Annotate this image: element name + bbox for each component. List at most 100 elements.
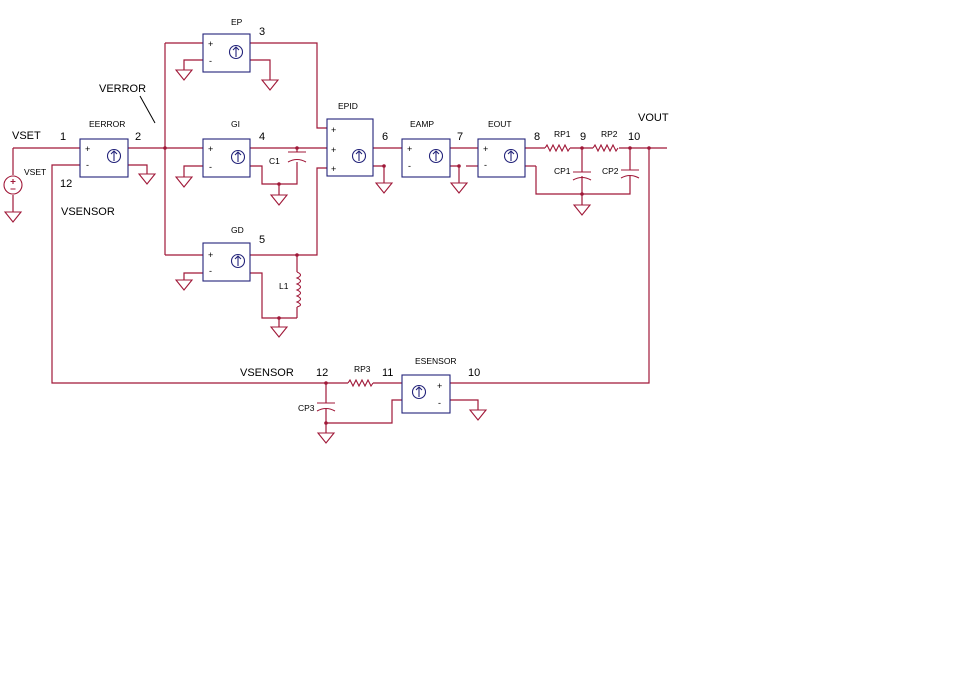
grounds: [3, 69, 592, 444]
eamp-block[interactable]: + -: [401, 138, 451, 178]
pin-plus: +: [483, 144, 488, 154]
gi-block[interactable]: + -: [202, 138, 251, 178]
eerror-label: EERROR: [89, 119, 125, 129]
pin-minus: -: [408, 161, 411, 171]
ground-icon: [174, 69, 194, 81]
eerror-block[interactable]: + -: [79, 138, 129, 178]
node-number: 11: [382, 367, 393, 379]
pin-plus: +: [331, 164, 336, 174]
junction-dot: [277, 316, 281, 320]
gd-block[interactable]: + -: [202, 242, 251, 282]
wire-gi-minus-gnd: [183, 165, 203, 177]
resistor-rp3[interactable]: [347, 378, 374, 388]
capacitor-c1[interactable]: [287, 151, 307, 166]
junction-dot: [382, 164, 386, 168]
eout-label: EOUT: [488, 119, 512, 129]
wire-rp3-left: [51, 164, 348, 384]
ground-icon: [316, 432, 336, 444]
esensor-label: ESENSOR: [415, 356, 457, 366]
junction-dot: [580, 146, 584, 150]
pin-plus: +: [407, 144, 412, 154]
ground-icon: [572, 204, 592, 216]
inductor-l1[interactable]: [295, 271, 302, 308]
pin-minus: -: [209, 56, 212, 66]
wire-feedback-right: [450, 148, 650, 384]
cp2-label: CP2: [602, 166, 619, 176]
ground-icon: [137, 173, 157, 185]
eout-block[interactable]: + -: [477, 138, 526, 178]
wire-eamp-gnd: [450, 165, 460, 183]
pin-plus: +: [208, 250, 213, 260]
ep-block[interactable]: + -: [202, 33, 251, 73]
ground-icon: [260, 79, 280, 91]
epid-block[interactable]: + + +: [326, 118, 374, 177]
wire-epid-gnd: [373, 165, 385, 183]
vset-source[interactable]: [3, 175, 23, 195]
node-number: 4: [259, 131, 265, 143]
vset-source-label: VSET: [24, 167, 46, 177]
junction-dot: [647, 146, 651, 150]
rp2-label: RP2: [601, 129, 618, 139]
net-label-vsensor-left: VSENSOR: [61, 206, 115, 218]
pin-minus: -: [86, 160, 89, 170]
cp3-label: CP3: [298, 403, 315, 413]
ground-icon: [449, 182, 469, 194]
ground-icon: [3, 211, 23, 223]
rp1-label: RP1: [554, 129, 571, 139]
ground-icon: [468, 409, 488, 421]
net-label-verror: VERROR: [99, 83, 146, 95]
junction-dot: [324, 381, 328, 385]
pin-plus: +: [437, 381, 442, 391]
node-number: 12: [60, 178, 72, 190]
eamp-label: EAMP: [410, 119, 434, 129]
cp1-label: CP1: [554, 166, 571, 176]
wire-esensor-gnd: [450, 399, 479, 410]
net-label-vset: VSET: [12, 130, 41, 142]
node-number: 7: [457, 131, 463, 143]
verror-leader: [139, 95, 156, 124]
capacitor-cp2[interactable]: [620, 169, 640, 179]
resistor-rp1[interactable]: [544, 143, 571, 153]
junction-dot: [295, 146, 299, 150]
node-number: 3: [259, 26, 265, 38]
junctions: [163, 146, 651, 425]
ground-icon: [269, 326, 289, 338]
capacitor-cp3[interactable]: [316, 402, 336, 412]
pin-plus: +: [331, 145, 336, 155]
node-number: 6: [382, 131, 388, 143]
pin-plus: +: [85, 144, 90, 154]
node-number: 10: [628, 131, 640, 143]
junction-dot: [163, 146, 167, 150]
net-label-vout: VOUT: [638, 112, 669, 124]
pin-minus: -: [209, 266, 212, 276]
ground-icon: [174, 176, 194, 188]
l1-label: L1: [279, 281, 289, 291]
junction-dot: [457, 164, 461, 168]
epid-label: EPID: [338, 101, 358, 111]
wire-gd-out2: [250, 272, 297, 319]
node-number: 9: [580, 131, 586, 143]
esensor-block[interactable]: + -: [401, 374, 451, 414]
node-number: 5: [259, 234, 265, 246]
junction-dot: [324, 421, 328, 425]
wire-ep-out: [250, 42, 327, 129]
resistor-rp2[interactable]: [592, 143, 619, 153]
capacitor-cp1[interactable]: [572, 171, 592, 181]
pin-plus: +: [331, 125, 336, 135]
ground-icon: [374, 182, 394, 194]
rp3-label: RP3: [354, 364, 371, 374]
junction-dot: [295, 253, 299, 257]
c1-label: C1: [269, 156, 280, 166]
wire-gd-out: [250, 167, 327, 256]
pin-minus: -: [209, 162, 212, 172]
pin-minus: -: [438, 398, 441, 408]
node-number: 12: [316, 367, 328, 379]
net-label-vsensor-bottom: VSENSOR: [240, 367, 294, 379]
wire-gi-out2: [250, 165, 298, 185]
node-number: 10: [468, 367, 480, 379]
wire-gd-minus-gnd: [183, 272, 203, 280]
pin-plus: +: [208, 144, 213, 154]
ground-icon: [174, 279, 194, 291]
gi-label: GI: [231, 119, 240, 129]
